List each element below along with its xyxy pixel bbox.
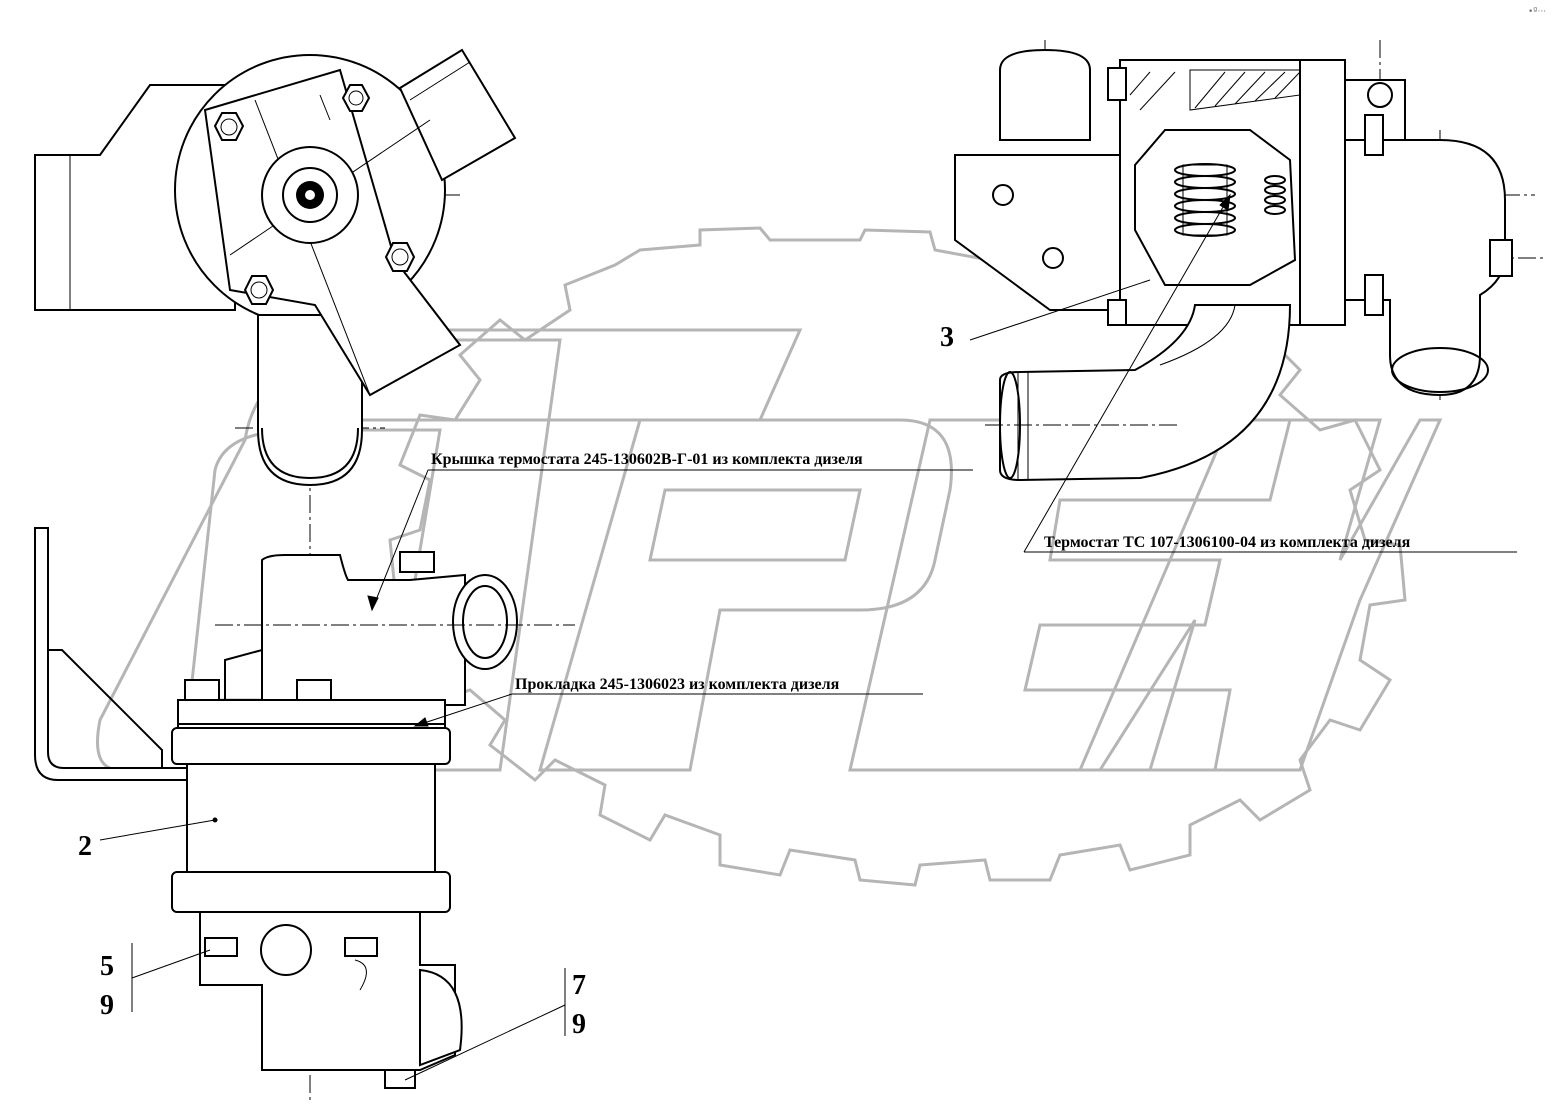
thermostat-body [186,763,436,875]
bolt-heads-top-view [213,84,416,305]
leader-lines [99,193,1517,1081]
thermostat-cover [261,554,466,706]
view-bottom-front [34,527,575,1089]
callout-gasket-label: Прокладка 245-1306023 из комплекта дизел… [515,676,840,693]
thermostat-element [1134,129,1297,286]
corner-mark: •º··· [1528,7,1546,17]
bolt-heads-section [1107,67,1513,326]
view-top-right-section [954,40,1545,482]
part-number-7: 7 [572,970,586,1001]
part-number-3: 3 [940,322,954,353]
part-number-9-right: 9 [572,1009,586,1040]
outlet-pipe-right [1344,139,1506,397]
part-number-9-left: 9 [100,990,114,1021]
inlet-pipe-upper [999,48,1091,141]
inlet-pipe-lower-elbow [999,304,1292,482]
callout-thermostat-label: Термостат ТС 107-1306100-04 из комплекта… [1044,534,1411,551]
outlet-pipe-upper [398,48,517,182]
thermostat-spring [1174,163,1236,237]
section-hatching [1129,71,1301,111]
outlet-pipe-lower [257,314,363,487]
watermark-letter-x [1077,418,1443,772]
part-number-2: 2 [78,831,92,862]
thermostat-lower-body [199,911,456,1071]
watermark-letter-p-inner [648,488,862,562]
callout-cover-label: Крышка термостата 245-130602В-Г-01 из ко… [431,451,863,468]
view-top-left [34,48,517,1100]
part-number-5: 5 [100,951,114,982]
